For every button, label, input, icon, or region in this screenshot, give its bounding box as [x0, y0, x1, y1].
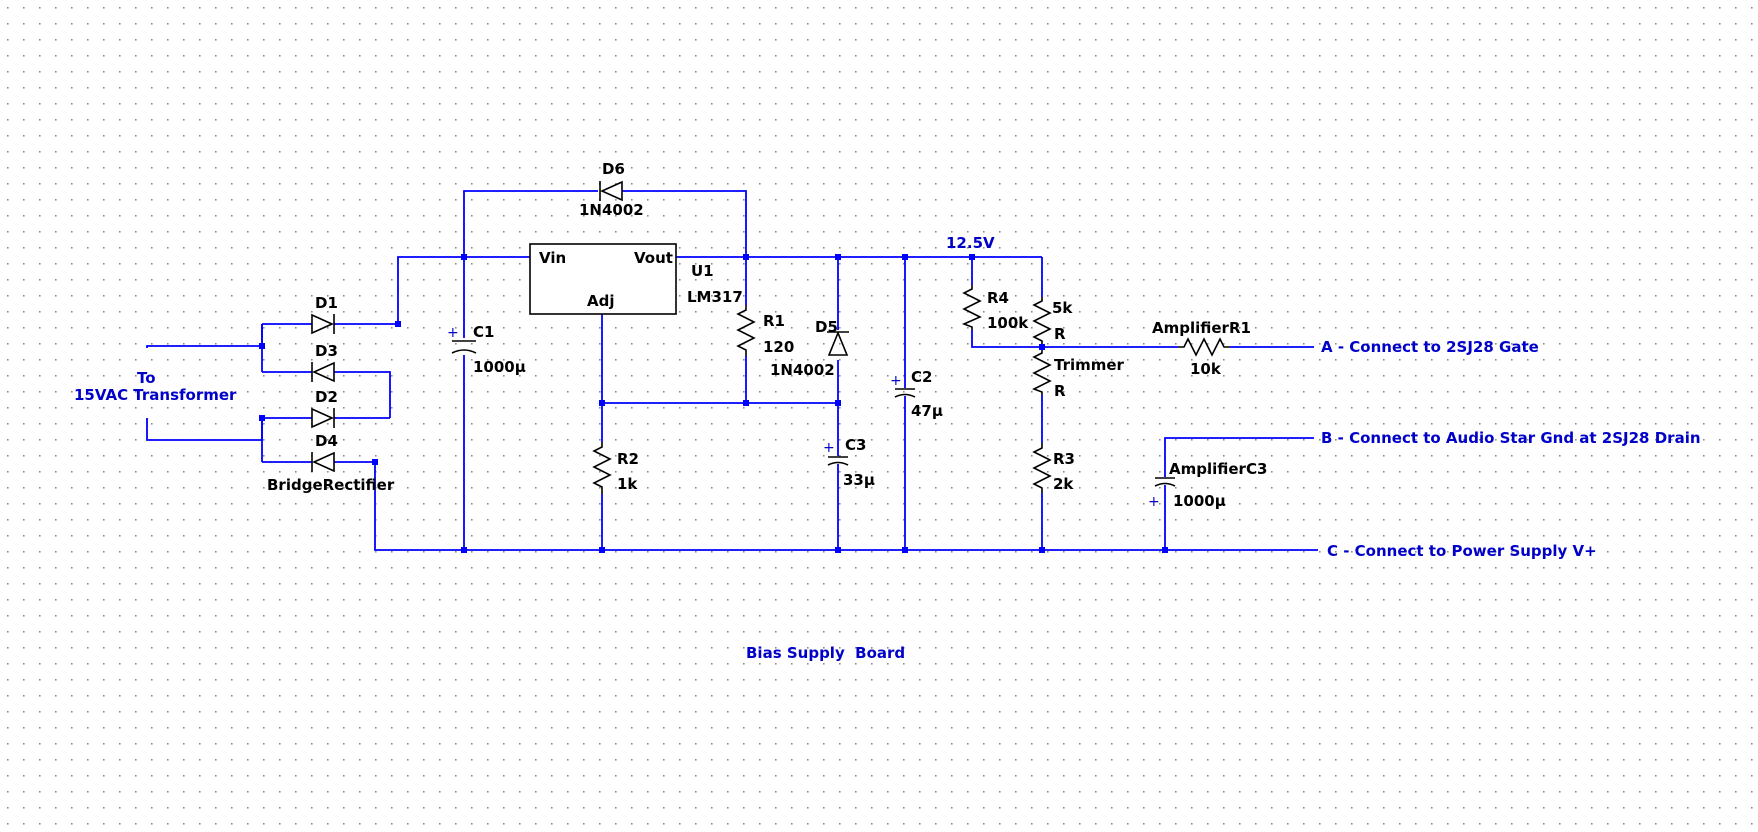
c2-polarity: +: [890, 373, 902, 389]
diode-d4[interactable]: [311, 451, 335, 473]
resistor-r3[interactable]: [1032, 443, 1052, 493]
wires: [146, 190, 1318, 551]
resistor-r1[interactable]: [736, 305, 756, 356]
resistor-r4[interactable]: [961, 285, 982, 330]
u1-pin-vin: Vin: [539, 249, 566, 267]
r4-value: 100k: [987, 314, 1029, 332]
c3-polarity: +: [823, 440, 835, 456]
d6-value: 1N4002: [579, 201, 644, 219]
capacitor-c2[interactable]: [894, 388, 916, 398]
connection-a-label: A - Connect to 2SJ28 Gate: [1321, 338, 1539, 356]
amplifier-r1-value: 10k: [1190, 360, 1222, 378]
trimmer-pin-top: R: [1054, 325, 1066, 343]
trimmer-top-section[interactable]: [1032, 297, 1052, 344]
capacitor-c1[interactable]: [451, 340, 477, 354]
d5-ref: D5: [815, 318, 838, 336]
resistor-amplifier-r1[interactable]: [1178, 337, 1230, 357]
diode-d5[interactable]: [827, 330, 849, 356]
transformer-label-line1: To: [137, 369, 156, 387]
diode-d1[interactable]: [311, 313, 335, 335]
u1-value: LM317: [687, 288, 743, 306]
r1-value: 120: [763, 338, 794, 356]
r3-ref: R3: [1053, 450, 1075, 468]
diode-d3[interactable]: [311, 361, 335, 383]
c2-ref: C2: [911, 368, 932, 386]
u1-pin-adj: Adj: [587, 292, 615, 310]
d2-ref: D2: [315, 388, 338, 406]
trimmer-pin-bottom: R: [1054, 382, 1066, 400]
d5-value: 1N4002: [770, 361, 835, 379]
amplifier-c3-value: 1000µ: [1173, 492, 1226, 510]
r1-ref: R1: [763, 312, 785, 330]
r3-value: 2k: [1053, 475, 1074, 493]
transformer-label-line2: 15VAC Transformer: [74, 386, 237, 404]
trimmer-value: 5k: [1052, 299, 1073, 317]
d6-ref: D6: [602, 160, 625, 178]
c3-ref: C3: [845, 436, 866, 454]
diode-d2[interactable]: [311, 407, 335, 429]
trimmer-bottom-section[interactable]: [1032, 350, 1052, 395]
r2-value: 1k: [617, 475, 638, 493]
d4-ref: D4: [315, 432, 338, 450]
c1-polarity: +: [447, 325, 459, 341]
resistor-r2[interactable]: [592, 442, 612, 494]
amplifier-c3-polarity: +: [1148, 494, 1160, 510]
junction-dots: [259, 254, 1168, 553]
d1-ref: D1: [315, 294, 338, 312]
diode-d6[interactable]: [599, 180, 623, 202]
capacitor-c3[interactable]: [827, 456, 849, 466]
c1-value: 1000µ: [473, 358, 526, 376]
regulator-u1-body[interactable]: [529, 243, 677, 315]
r2-ref: R2: [617, 450, 639, 468]
c1-ref: C1: [473, 323, 494, 341]
trimmer-ref: Trimmer: [1054, 356, 1125, 374]
amplifier-c3-ref: AmplifierC3: [1169, 460, 1267, 478]
schematic-title: Bias Supply Board: [746, 644, 905, 662]
connection-b-label: B - Connect to Audio Star Gnd at 2SJ28 D…: [1321, 429, 1701, 447]
u1-ref: U1: [691, 262, 714, 280]
d3-ref: D3: [315, 342, 338, 360]
connection-c-label: C - Connect to Power Supply V+: [1327, 542, 1597, 560]
r4-ref: R4: [987, 289, 1009, 307]
u1-pin-vout: Vout: [634, 249, 673, 267]
net-label-12v: 12.5V: [946, 234, 995, 252]
amplifier-r1-ref: AmplifierR1: [1152, 319, 1251, 337]
c3-value: 33µ: [843, 471, 875, 489]
c2-value: 47µ: [911, 402, 943, 420]
bridge-rectifier-label: BridgeRectifier: [267, 476, 395, 494]
capacitor-amplifier-c3[interactable]: [1154, 477, 1176, 487]
